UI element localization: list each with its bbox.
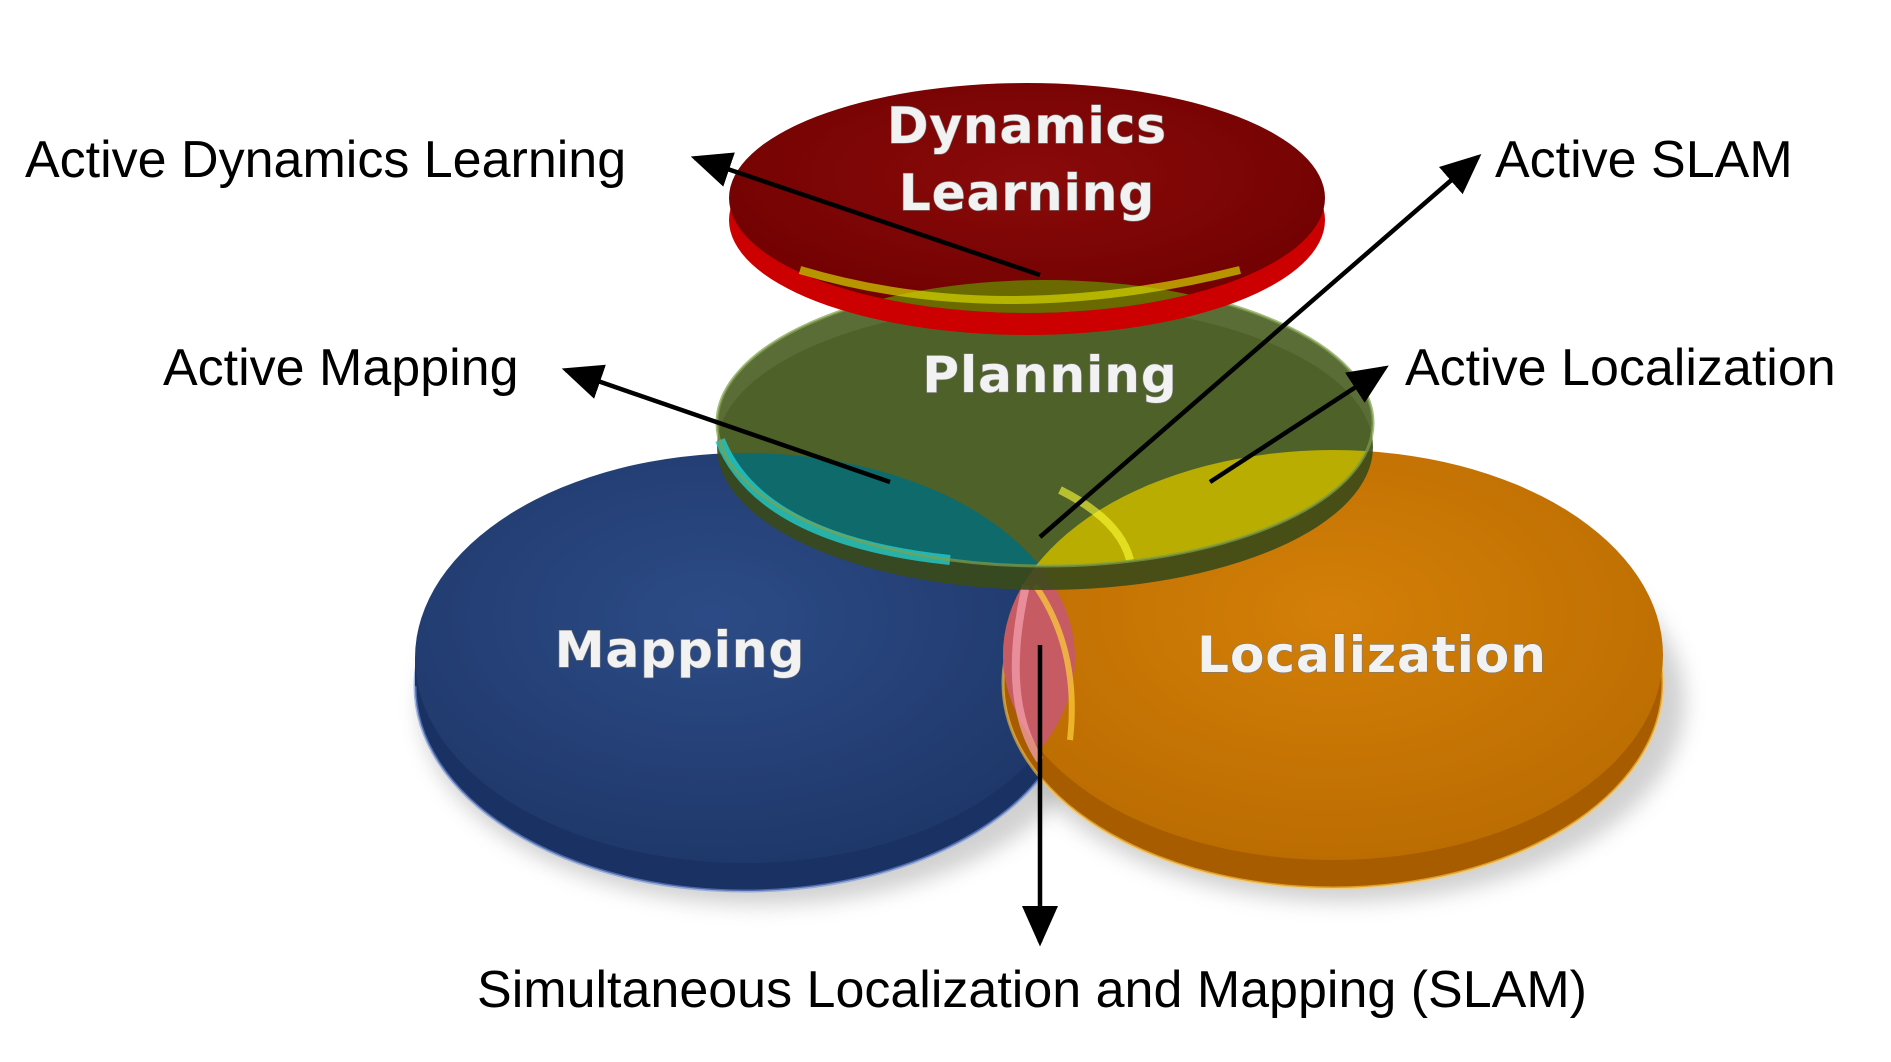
dynamics-label-line2: Learning <box>899 164 1155 222</box>
callout-active-slam: Active SLAM <box>1495 131 1793 189</box>
dynamics-label-line1: Dynamics <box>887 97 1167 155</box>
localization-label: Localization <box>1197 626 1547 684</box>
callout-slam: Simultaneous Localization and Mapping (S… <box>477 961 1587 1019</box>
callout-active-dynamics-learning: Active Dynamics Learning <box>25 131 626 189</box>
planning-label: Planning <box>922 346 1177 404</box>
callout-active-mapping: Active Mapping <box>163 339 519 397</box>
callout-active-localization: Active Localization <box>1405 339 1836 397</box>
mapping-label: Mapping <box>555 621 806 679</box>
